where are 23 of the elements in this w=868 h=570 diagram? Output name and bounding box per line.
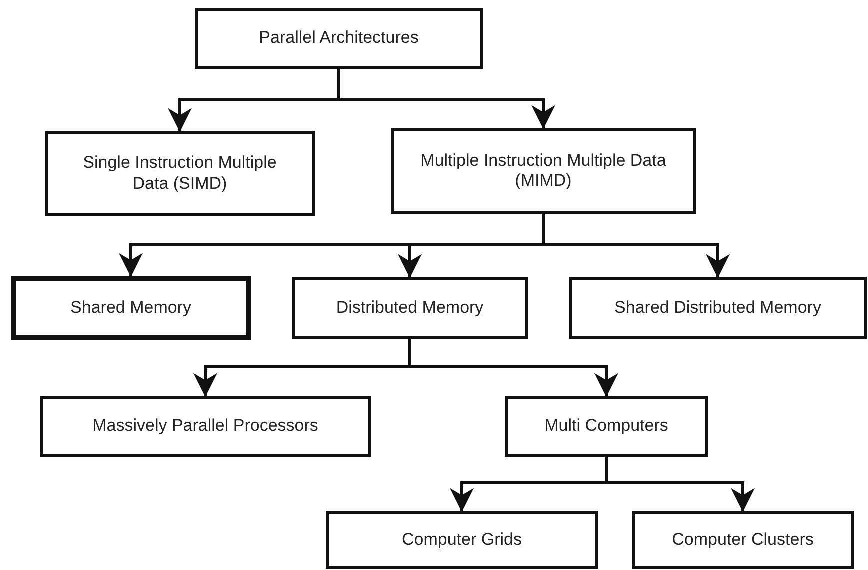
process-box bbox=[292, 277, 528, 339]
process-box bbox=[45, 131, 315, 216]
node-label: Multiple Instruction Multiple Data (MIMD) bbox=[420, 150, 668, 192]
node-label: Distributed Memory bbox=[336, 298, 484, 318]
process-box bbox=[195, 8, 483, 69]
node-label: Multi Computers bbox=[544, 416, 668, 437]
node-label: Single Instruction Multiple Data (SIMD) bbox=[82, 153, 278, 194]
node-label: Shared Distributed Memory bbox=[614, 298, 822, 318]
arrow bbox=[338, 69, 556, 130]
process-box bbox=[40, 396, 371, 457]
node-label: Computer Clusters bbox=[672, 530, 814, 550]
process-box bbox=[326, 511, 598, 569]
node-label: Shared Memory bbox=[70, 298, 192, 318]
node-label: Computer Grids bbox=[402, 530, 522, 550]
process-box bbox=[391, 128, 696, 214]
arrow bbox=[605, 457, 755, 512]
process-box bbox=[632, 511, 854, 569]
process-box bbox=[11, 276, 251, 340]
process-box bbox=[569, 277, 867, 339]
process-box bbox=[505, 396, 708, 457]
arrow bbox=[542, 214, 730, 278]
node-label: Massively Parallel Processors bbox=[92, 416, 318, 437]
node-label: Parallel Architectures bbox=[259, 28, 419, 49]
